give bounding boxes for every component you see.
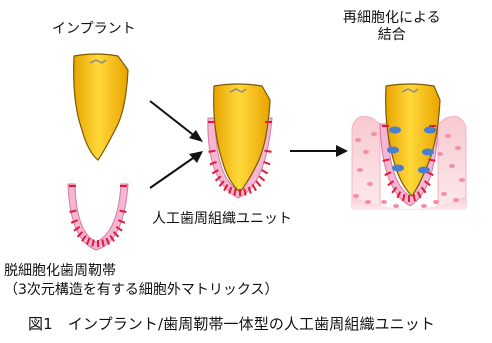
cell (389, 127, 401, 134)
fiber-tick (256, 181, 261, 186)
bone-speckle (433, 200, 439, 204)
fiber-tick (253, 185, 257, 191)
bone-speckle (459, 178, 465, 182)
bone-speckle (355, 138, 361, 142)
fiber-tick (259, 176, 264, 181)
bone-speckle (381, 200, 387, 204)
bone-speckle (455, 146, 461, 150)
bone-speckle (421, 204, 427, 208)
fiber-tick (70, 211, 77, 212)
recellularization-label-line1: 再細胞化による (343, 10, 441, 27)
fiber-tick (102, 240, 103, 247)
bone-speckle (441, 192, 447, 196)
fiber-tick (120, 211, 127, 212)
bone-integrated-unit (352, 84, 466, 210)
cell (424, 127, 436, 134)
bone-speckle (363, 150, 369, 154)
bone-speckle (453, 198, 459, 202)
recellularization-label: 再細胞化による 結合 (343, 10, 441, 44)
recellularization-label-line2: 結合 (343, 27, 441, 44)
fiber-tick (234, 189, 235, 196)
cell (418, 167, 430, 174)
bone-speckle (445, 134, 451, 138)
unit-label: 人工歯周組織ユニット (152, 211, 292, 228)
arrow-implant-to-unit (150, 101, 203, 142)
periodontal-unit (208, 84, 272, 198)
bone-speckle (353, 194, 359, 198)
fiber-tick (209, 151, 216, 152)
cell (392, 165, 404, 172)
fiber-tick (262, 170, 268, 174)
fiber-tick (265, 151, 272, 152)
cell (422, 149, 434, 156)
bone-speckle (393, 204, 399, 208)
ligament-label: 脱細胞化歯周靭帯 (4, 263, 116, 280)
bone-speckle (449, 164, 455, 168)
fiber-tick (92, 240, 93, 247)
bone-speckle (357, 168, 363, 172)
implant (74, 54, 128, 160)
arrow-ligament-to-unit (150, 151, 203, 188)
implant-label: インプラント (52, 21, 136, 38)
arrow-unit-to-bone (290, 145, 348, 157)
fiber-tick (264, 162, 271, 164)
decellularized-ligament (68, 184, 128, 250)
cell (387, 147, 399, 154)
bone-speckle (437, 152, 443, 156)
bone-speckle (371, 132, 377, 136)
figure-caption: 図1 インプラント/歯周靭帯一体型の人工歯周組織ユニット (28, 316, 435, 333)
ligament-sublabel: （3次元構造を有する細胞外マトリックス） (4, 282, 279, 299)
bone-speckle (365, 200, 371, 204)
bone-speckle (367, 182, 373, 186)
fiber-tick (244, 189, 245, 196)
